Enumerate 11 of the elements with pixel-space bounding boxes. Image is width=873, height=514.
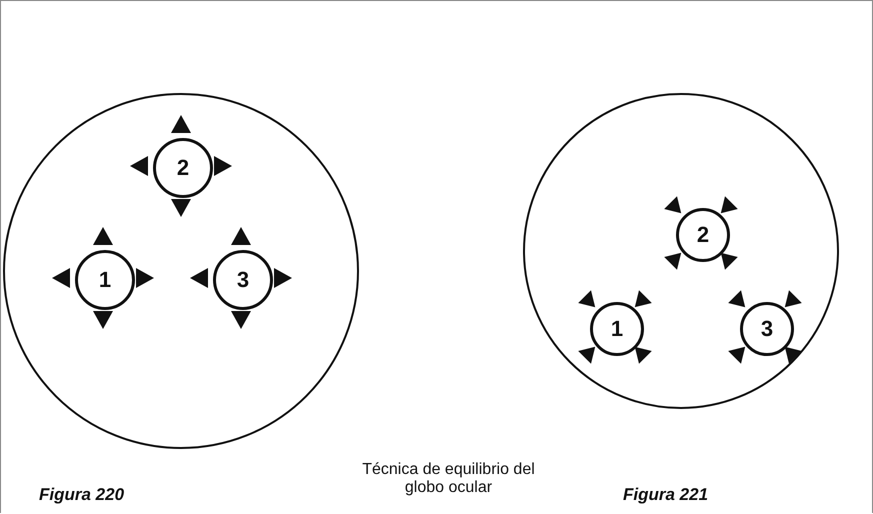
numbered-circle: 2 — [676, 208, 730, 262]
caption-text: Técnica de equilibrio del globo ocular — [361, 461, 536, 497]
figure-label: Figura 220 — [39, 485, 126, 505]
numbered-circle: 1 — [590, 302, 644, 356]
numbered-circle: 2 — [153, 138, 213, 198]
numbered-circle: 1 — [75, 250, 135, 310]
numbered-circle: 3 — [740, 302, 794, 356]
eyeball-circle — [3, 93, 359, 449]
numbered-circle: 3 — [213, 250, 273, 310]
figure-label: Figura 221 — [623, 485, 710, 505]
eyeball-circle — [523, 93, 839, 409]
